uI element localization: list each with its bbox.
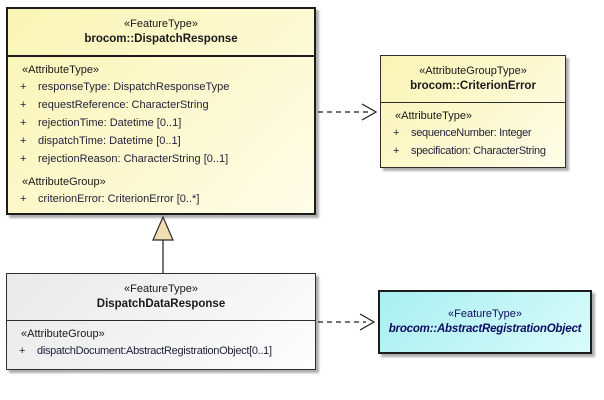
visibility-sign: +	[20, 117, 27, 129]
attribute-group-heading: «AttributeGroup»	[21, 327, 105, 340]
class-box-abstract-registration-object[interactable]: «FeatureType» brocom::AbstractRegistrati…	[378, 290, 592, 354]
attribute-row-criterion-error[interactable]: + criterionError: CriterionError [0..*]	[8, 190, 314, 208]
attribute-text: requestReference: CharacterString	[38, 99, 209, 111]
attribute-text: criterionError: CriterionError [0..*]	[38, 193, 200, 205]
class-body: «AttributeType» + responseType: Dispatch…	[8, 57, 314, 208]
visibility-sign: +	[20, 81, 27, 93]
attribute-row-rejection-time[interactable]: + rejectionTime: Datetime [0..1]	[8, 114, 314, 132]
attribute-row-specification[interactable]: + specification: CharacterString	[381, 142, 565, 160]
visibility-sign: +	[20, 153, 27, 165]
visibility-sign: +	[20, 193, 27, 205]
stereotype-label: «AttributeGroupType»	[419, 65, 527, 77]
attribute-text: rejectionReason: CharacterString [0..1]	[38, 153, 229, 165]
attribute-row-rejection-reason[interactable]: + rejectionReason: CharacterString [0..1…	[8, 150, 314, 168]
class-body: «AttributeType» + sequenceNumber: Intege…	[381, 103, 565, 160]
class-name: brocom::DispatchResponse	[84, 33, 238, 45]
visibility-sign: +	[393, 145, 400, 157]
attribute-text: rejectionTime: Datetime [0..1]	[38, 117, 182, 129]
attribute-text: specification: CharacterString	[411, 145, 546, 157]
attribute-row-response-type[interactable]: + responseType: DispatchResponseType	[8, 78, 314, 96]
class-header: «FeatureType» brocom::AbstractRegistrati…	[380, 292, 590, 352]
class-box-criterion-error[interactable]: «AttributeGroupType» brocom::CriterionEr…	[380, 55, 566, 168]
attribute-row-dispatch-time[interactable]: + dispatchTime: Datetime [0..1]	[8, 132, 314, 150]
visibility-sign: +	[393, 127, 400, 139]
stereotype-label: «FeatureType»	[124, 18, 198, 30]
class-box-dispatch-response[interactable]: «FeatureType» brocom::DispatchResponse «…	[6, 7, 316, 215]
stereotype-label: «FeatureType»	[448, 308, 522, 320]
attribute-type-heading: «AttributeType»	[22, 63, 100, 76]
generalization-arrow[interactable]	[152, 215, 174, 273]
attribute-row-dispatch-document[interactable]: + dispatchDocument:AbstractRegistrationO…	[7, 342, 315, 360]
visibility-sign: +	[20, 135, 27, 147]
visibility-sign: +	[20, 99, 27, 111]
dependency-arrow-abstract-registration-object[interactable]	[318, 313, 376, 331]
attribute-text: dispatchDocument:AbstractRegistrationObj…	[37, 345, 272, 357]
class-name: brocom::CriterionError	[410, 80, 536, 92]
attribute-text: sequenceNumber: Integer	[411, 127, 532, 139]
class-header: «AttributeGroupType» brocom::CriterionEr…	[381, 56, 565, 103]
attribute-type-heading: «AttributeType»	[395, 109, 473, 122]
class-body: «AttributeGroup» + dispatchDocument:Abst…	[7, 321, 315, 360]
attribute-row-request-reference[interactable]: + requestReference: CharacterString	[8, 96, 314, 114]
class-box-dispatch-data-response[interactable]: «FeatureType» DispatchDataResponse «Attr…	[6, 273, 316, 370]
class-name: DispatchDataResponse	[96, 298, 226, 310]
visibility-sign: +	[19, 345, 26, 357]
class-header: «FeatureType» DispatchDataResponse	[7, 274, 315, 321]
class-header: «FeatureType» brocom::DispatchResponse	[8, 9, 314, 57]
attribute-group-heading: «AttributeGroup»	[22, 175, 106, 188]
dependency-arrow-criterion-error[interactable]	[318, 103, 378, 121]
attribute-text: responseType: DispatchResponseType	[38, 81, 230, 93]
class-name: brocom::AbstractRegistrationObject	[388, 323, 582, 335]
stereotype-label: «FeatureType»	[124, 283, 198, 295]
attribute-text: dispatchTime: Datetime [0..1]	[38, 135, 181, 147]
attribute-row-sequence-number[interactable]: + sequenceNumber: Integer	[381, 124, 565, 142]
